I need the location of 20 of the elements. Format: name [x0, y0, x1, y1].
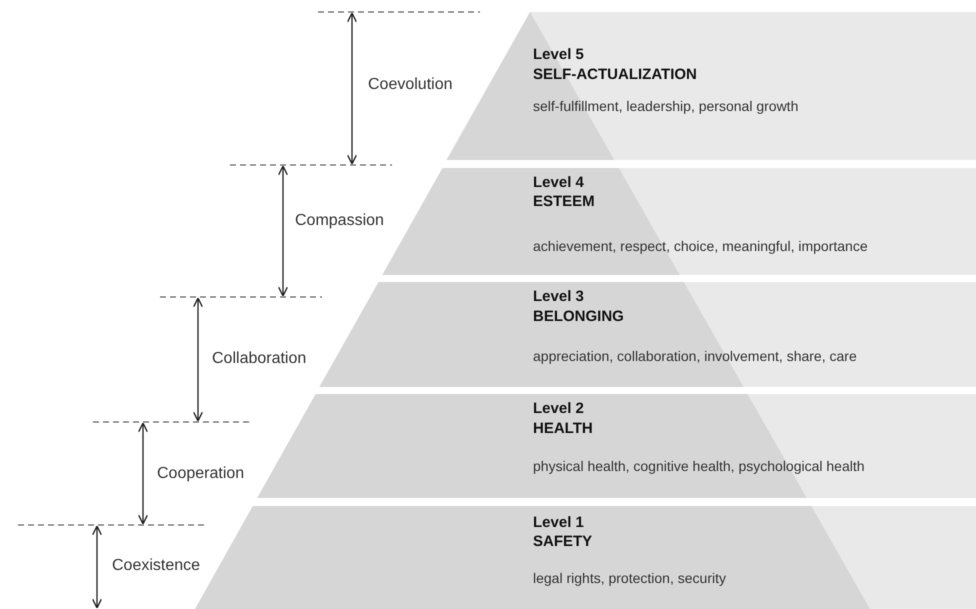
level-title: ESTEEM [533, 193, 595, 210]
level-title: SELF-ACTUALIZATION [533, 66, 697, 83]
dimension-label: Compassion [295, 212, 384, 230]
level-description: self-fulfillment, leadership, personal growth [533, 98, 798, 114]
dimension-label: Cooperation [157, 465, 244, 483]
level-description: appreciation, collaboration, involvement, share, care [533, 348, 857, 364]
level-number: Level 5 [533, 46, 584, 63]
level-title: SAFETY [533, 533, 592, 550]
pyramid-level [319, 282, 976, 387]
level-number: Level 3 [533, 288, 584, 305]
level-description: achievement, respect, choice, meaningful, importance [533, 238, 868, 254]
level-title: HEALTH [533, 420, 593, 437]
level-number: Level 1 [533, 514, 584, 531]
level-number: Level 4 [533, 174, 584, 191]
pyramid-level [257, 394, 976, 498]
level-number: Level 2 [533, 400, 584, 417]
level-title: BELONGING [533, 308, 624, 325]
pyramid-level [382, 168, 976, 275]
level-description: legal rights, protection, security [533, 570, 726, 586]
level-description: physical health, cognitive health, psychological health [533, 458, 865, 474]
